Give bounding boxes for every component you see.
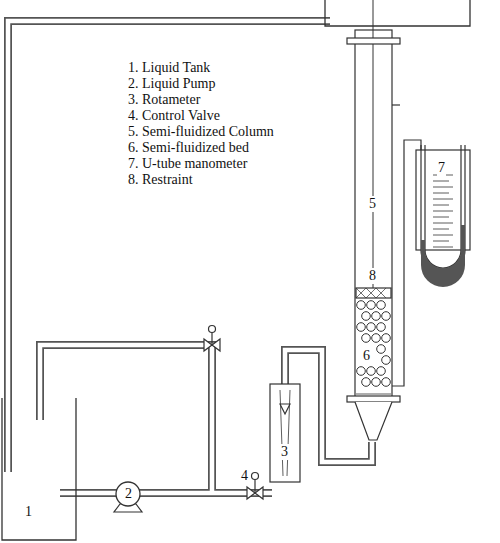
valve-stem [211, 331, 212, 345]
manometer-scale [433, 175, 453, 247]
rotameter-float [280, 404, 290, 414]
bed-particle [377, 301, 386, 310]
return-pipe [8, 21, 330, 472]
column-cone [355, 402, 392, 440]
manometer-fluid [421, 225, 465, 287]
bed-particle [362, 334, 371, 343]
overflow-stub [392, 104, 400, 105]
bed-particle [367, 301, 376, 310]
distributor [356, 394, 391, 395]
scale-tick [433, 205, 449, 206]
bed-particle [367, 367, 376, 376]
valve-handle [209, 326, 216, 333]
legend-item: 5. Semi-fluidized Column [128, 124, 274, 140]
semi-fluidized-column [347, 0, 400, 440]
callout-number: 6 [362, 348, 371, 364]
bed-particle [382, 356, 391, 365]
bed-particles [357, 301, 391, 387]
bypass-pipe-bore [40, 345, 212, 493]
bed-particle [377, 323, 386, 332]
u-tube-inner [425, 145, 461, 268]
pump-casing [116, 482, 140, 506]
u-tube-manometer [392, 140, 470, 386]
bed-particle [372, 312, 381, 321]
bed-particle [382, 378, 391, 387]
scale-tick [433, 229, 449, 230]
bed-particle [382, 312, 391, 321]
liquid-pump [114, 482, 142, 512]
rotameter-tube [280, 390, 290, 476]
scale-tick [433, 247, 453, 248]
return-pipe-bore [8, 21, 330, 474]
bypass-valve [204, 326, 220, 352]
callout-number: 2 [124, 486, 133, 502]
bed-particle [372, 334, 381, 343]
legend-item: 8. Restraint [128, 172, 193, 188]
liquid-tank [2, 398, 76, 540]
valve-handle [252, 473, 259, 480]
callout-number: 8 [368, 268, 377, 284]
scale-tick [433, 217, 449, 218]
bypass-pipe [40, 345, 212, 493]
bed-particle [357, 367, 366, 376]
legend-item: 6. Semi-fluidized bed [128, 140, 249, 156]
bed-particle [367, 323, 376, 332]
callout-number: 3 [280, 444, 289, 460]
rotameter [270, 384, 300, 482]
bed-particle [362, 378, 371, 387]
scale-tick [433, 199, 453, 200]
scale-tick [433, 181, 449, 182]
bed-particle [357, 323, 366, 332]
bed-particle [372, 378, 381, 387]
callout-number: 1 [24, 504, 33, 520]
scale-tick [433, 187, 453, 188]
overflow-reservoir [325, 0, 470, 26]
scale-tick [433, 235, 453, 236]
callout-number: 4 [240, 468, 249, 484]
scale-tick [433, 223, 453, 224]
top-flange [347, 38, 400, 44]
mesh-wires [356, 288, 386, 298]
restraint-mesh [356, 288, 391, 298]
delivery-pipe-bore [58, 491, 274, 496]
u-tube-outer [421, 145, 465, 272]
bottom-flange [347, 396, 400, 402]
bed-particle [377, 345, 386, 354]
scale-tick [433, 211, 453, 212]
pipe-outlines [8, 21, 372, 493]
legend-item: 1. Liquid Tank [128, 60, 210, 76]
control-valve [247, 473, 263, 500]
valve-stem [254, 479, 255, 493]
legend-item: 2. Liquid Pump [128, 76, 216, 92]
legend-item: 7. U-tube manometer [128, 156, 247, 172]
bed-particle [382, 334, 391, 343]
legend-item: 4. Control Valve [128, 108, 220, 124]
bed-particle [377, 367, 386, 376]
scale-tick [433, 241, 449, 242]
callout-number: 5 [368, 196, 377, 212]
callout-number: 7 [437, 160, 446, 176]
bed-particle [357, 301, 366, 310]
scale-tick [433, 193, 449, 194]
bed-particle [362, 312, 371, 321]
legend-item: 3. Rotameter [128, 92, 200, 108]
rotameter-housing [270, 384, 300, 482]
